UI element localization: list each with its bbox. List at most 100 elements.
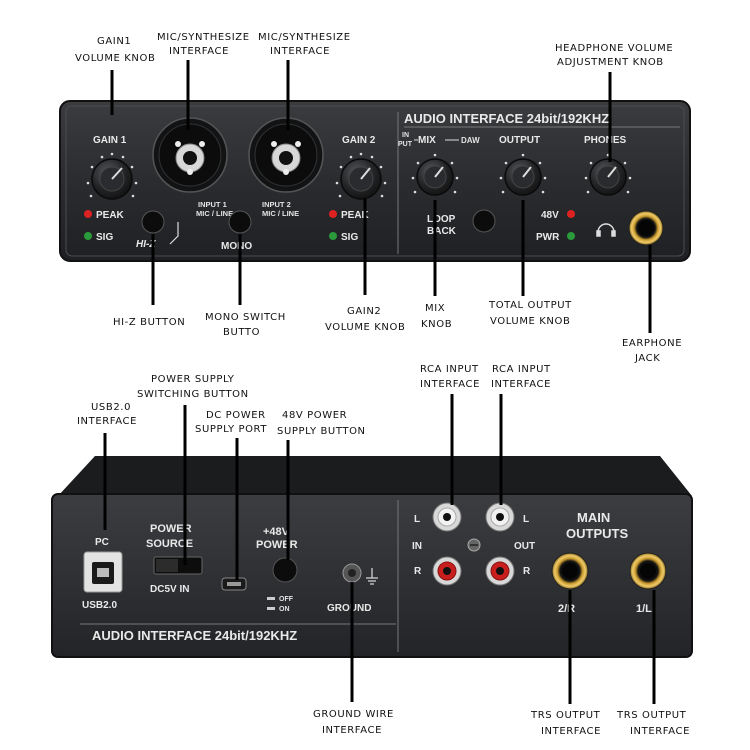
on-label: ON — [279, 606, 290, 613]
callout-hp-1: HEADPHONE VOLUME — [555, 43, 673, 54]
rca-R-right: R — [523, 566, 531, 577]
dc-power-port[interactable] — [221, 577, 247, 591]
gain2-scale-dots — [335, 152, 387, 198]
gain2-label: GAIN 2 — [342, 135, 376, 146]
mono-label: MONO — [221, 241, 252, 252]
callout-mic2-2: INTERFACE — [270, 46, 330, 57]
rca-R-left: R — [414, 566, 422, 577]
mix-label: MIX — [418, 135, 436, 146]
ground-symbol-icon — [366, 568, 378, 585]
hiz-label: HI-Z — [136, 239, 156, 250]
dc5v-label: DC5V IN — [150, 584, 189, 595]
rca-out-right-jack[interactable] — [485, 556, 515, 586]
back-panel-top-face — [58, 456, 692, 496]
pwr-led — [567, 232, 575, 240]
callout-mic1-1: MIC/SYNTHESIZE — [157, 32, 250, 43]
gain1-peak-label: PEAK — [96, 210, 125, 221]
gain2-knob[interactable] — [340, 158, 382, 200]
rca-center-screw — [467, 538, 481, 552]
gain2-peak-label: PEAK — [341, 210, 370, 221]
power-source-switch[interactable] — [153, 556, 203, 575]
callout-rca2-2: INTERFACE — [491, 379, 551, 390]
front-panel-bevel — [65, 105, 685, 257]
rca-L-right: L — [523, 514, 529, 525]
plus48-label: +48V — [263, 526, 290, 538]
callout-usb-2: INTERFACE — [77, 416, 137, 427]
gain1-scale-dots — [86, 152, 138, 198]
trs-2r-label: 2/R — [558, 603, 575, 615]
gain1-peak-led — [84, 210, 92, 218]
callout-trs1-1: TRS OUTPUT — [530, 710, 601, 721]
gain2-sig-led — [329, 232, 337, 240]
phantom-power-button[interactable] — [272, 557, 298, 583]
front-title: AUDIO INTERFACE 24bit/192KHZ — [404, 111, 609, 126]
earphone-jack[interactable] — [628, 210, 664, 246]
rca-out-label: OUT — [514, 541, 535, 552]
loop-label: LOOP — [427, 214, 456, 225]
callout-total-1: TOTAL OUTPUT — [488, 300, 572, 311]
rca-in-right-jack[interactable] — [432, 556, 462, 586]
callout-total-2: VOLUME KNOB — [490, 316, 570, 327]
callout-dc-2: SUPPLY PORT — [195, 424, 267, 435]
callout-gain2-2: VOLUME KNOB — [325, 322, 405, 333]
back-title: AUDIO INTERFACE 24bit/192KHZ — [92, 628, 297, 643]
callout-48v-1: 48V POWER — [282, 410, 347, 421]
callout-rca1-2: INTERFACE — [420, 379, 480, 390]
power-source-label-2: SOURCE — [146, 538, 193, 550]
power48-label: POWER — [256, 539, 298, 551]
gain2-peak-led — [329, 210, 337, 218]
input1-label-line2: MIC / LINE — [196, 209, 233, 218]
back-panel: AUDIO INTERFACE 24bit/192KHZ PC USB2.0 P… — [51, 456, 693, 658]
gain1-label: GAIN 1 — [93, 135, 127, 146]
gain1-sig-led — [84, 232, 92, 240]
input1-combo-jack[interactable] — [152, 117, 228, 193]
on-indicator — [267, 607, 275, 610]
input2-label-line2: MIC / LINE — [262, 209, 299, 218]
ground-label: GROUND — [327, 603, 371, 614]
output-scale-dots — [499, 153, 547, 194]
gain1-sig-label: SIG — [96, 232, 113, 243]
trs-1l-label: 1/L — [636, 603, 652, 615]
mono-button[interactable] — [228, 210, 252, 234]
callout-earphone-1: EARPHONE — [622, 338, 682, 349]
rca-in-left-jack[interactable] — [432, 502, 462, 532]
callout-mic1-2: INTERFACE — [169, 46, 229, 57]
usb-port[interactable] — [83, 551, 123, 593]
mix-daw-label: DAW — [461, 136, 480, 145]
callout-48v-2: SUPPLY BUTTON — [277, 426, 366, 437]
gain2-sig-label: SIG — [341, 232, 358, 243]
callout-mix-2: KNOB — [421, 319, 452, 330]
input2-combo-jack[interactable] — [248, 117, 324, 193]
callout-pss-1: POWER SUPPLY — [151, 374, 235, 385]
trs-output-1l[interactable] — [629, 552, 667, 590]
trs-output-2r[interactable] — [551, 552, 589, 590]
outputs-label: OUTPUTS — [566, 526, 628, 541]
pc-label: PC — [95, 537, 109, 548]
callout-trs2-2: INTERFACE — [630, 726, 690, 737]
rca-out-left-jack[interactable] — [485, 502, 515, 532]
ground-terminal[interactable] — [342, 563, 362, 583]
callout-gain1-2: VOLUME KNOB — [75, 53, 155, 64]
phones-label: PHONES — [584, 135, 627, 146]
callout-pss-2: SWITCHING BUTTON — [137, 389, 249, 400]
callout-lines — [103, 60, 656, 704]
callout-mix-1: MIX — [425, 303, 445, 314]
output-knob[interactable] — [504, 158, 542, 196]
hiz-button[interactable] — [141, 210, 165, 234]
callout-rca2-1: RCA INPUT — [492, 364, 551, 375]
v48-led — [567, 210, 575, 218]
back-label: BACK — [427, 226, 457, 237]
callout-trs1-2: INTERFACE — [541, 726, 601, 737]
headphone-icon — [596, 223, 616, 237]
mix-scale-dots — [411, 153, 459, 194]
gain1-knob[interactable] — [91, 158, 133, 200]
callout-hiz: HI-Z BUTTON — [113, 317, 185, 328]
mix-in-label: IN — [402, 132, 409, 139]
callout-trs2-1: TRS OUTPUT — [616, 710, 687, 721]
usb-label: USB2.0 — [82, 600, 117, 611]
loopback-button[interactable] — [472, 209, 496, 233]
callout-gain2-1: GAIN2 — [347, 306, 381, 317]
phones-knob[interactable] — [589, 158, 627, 196]
v48-label: 48V — [541, 210, 559, 221]
mix-knob[interactable] — [416, 158, 454, 196]
